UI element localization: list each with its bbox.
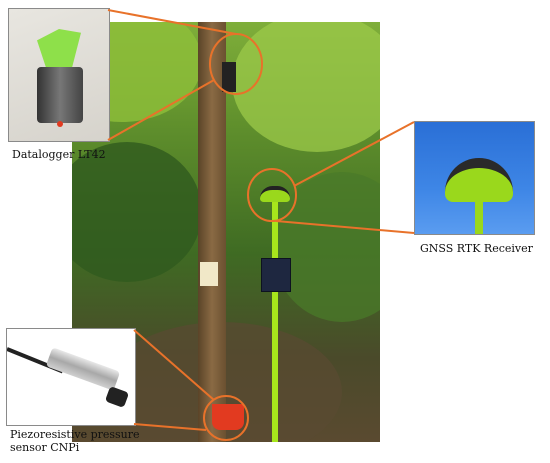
caption-sensor: Piezoresistive pressure sensor CNPi <box>10 428 150 454</box>
callout-circle-sensor <box>203 395 249 441</box>
callout-line-datalogger-bottom <box>107 79 215 141</box>
sensor-inset <box>6 328 136 426</box>
red-bucket <box>212 404 244 430</box>
caption-gnss: GNSS RTK Receiver <box>420 242 533 255</box>
caption-sensor-line1: Piezoresistive pressure <box>10 428 140 441</box>
survey-pole <box>272 192 278 442</box>
caption-datalogger: Datalogger LT42 <box>12 148 106 161</box>
callout-line-sensor-bottom <box>133 423 207 431</box>
callout-line-sensor-top <box>133 329 215 401</box>
callout-line-datalogger-top <box>107 9 237 35</box>
gnss-receiver-on-pole <box>260 186 290 202</box>
pole-controller <box>261 258 291 292</box>
callout-line-gnss-bottom <box>275 220 415 234</box>
caption-sensor-line2: sensor CNPi <box>10 441 80 454</box>
datalogger-indicator <box>57 121 63 127</box>
callout-circle-gnss <box>247 168 297 222</box>
datalogger-body <box>37 67 83 123</box>
gnss-inset <box>414 121 535 235</box>
datalogger-inset <box>8 8 110 142</box>
callout-circle-datalogger <box>209 33 263 95</box>
callout-line-gnss-top <box>293 121 415 187</box>
tree-trunk <box>198 22 226 442</box>
gnss-pole <box>475 194 483 234</box>
tree-label <box>200 262 218 286</box>
datalogger-on-tree <box>222 62 236 92</box>
